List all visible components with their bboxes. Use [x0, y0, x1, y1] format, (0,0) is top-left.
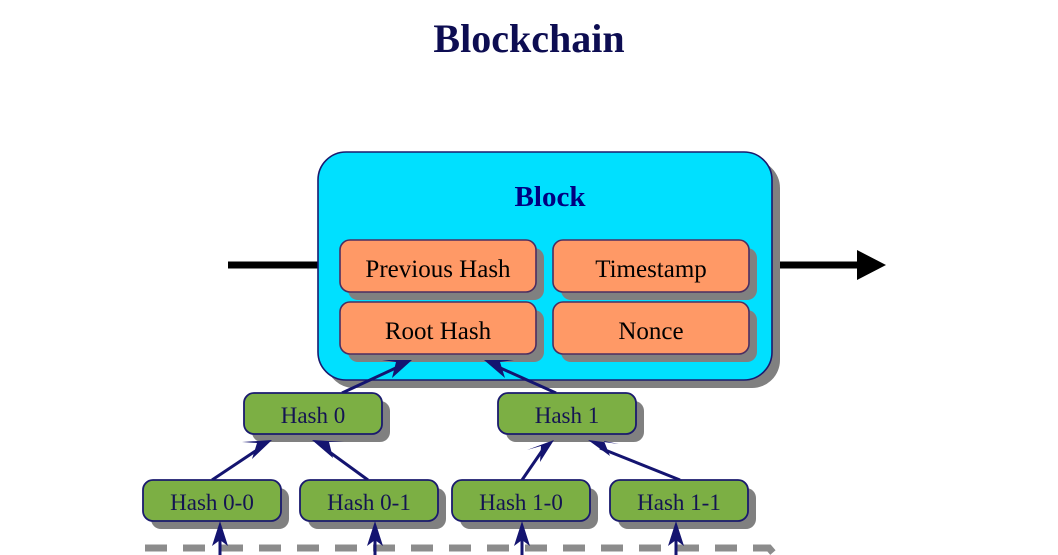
edge-hash01-to-hash0	[312, 440, 369, 482]
hash-0-0-box	[142, 479, 282, 522]
hash-0-0-label: Hash 0-0	[170, 490, 254, 515]
tx-arrow-hash-0-0	[212, 521, 228, 555]
previous-hash-label: Previous Hash	[365, 256, 511, 283]
page-title: Blockchain	[433, 16, 624, 61]
edge-hash11-to-hash1	[588, 440, 681, 482]
edge-hash1-to-root	[484, 360, 557, 395]
timestamp-box	[552, 239, 750, 293]
block-field-root-hash[interactable]: Root Hash	[339, 301, 544, 362]
edge-hash00-to-hash0	[211, 440, 272, 482]
hash-1-box	[497, 392, 637, 435]
edge-hash10-to-hash1	[520, 440, 554, 481]
merkle-node-hash-1[interactable]: Hash 1	[497, 392, 644, 442]
hash-1-1-box	[609, 479, 749, 522]
block-field-timestamp[interactable]: Timestamp	[552, 239, 757, 300]
root-hash-box	[339, 301, 537, 355]
hash-0-1-box	[299, 479, 439, 522]
hash-0-label: Hash 0	[281, 403, 346, 428]
nonce-label: Nonce	[618, 318, 683, 345]
block-field-previous-hash[interactable]: Previous Hash	[339, 239, 544, 300]
nonce-box	[552, 301, 750, 355]
dashed-transaction-line	[145, 544, 778, 555]
hash-1-1-label: Hash 1-1	[637, 490, 721, 515]
chain-arrow-out	[772, 250, 886, 280]
hash-1-label: Hash 1	[535, 403, 600, 428]
hash-1-0-box	[451, 479, 591, 522]
tx-arrow-hash-0-1	[367, 521, 383, 555]
hash-0-1-label: Hash 0-1	[327, 490, 411, 515]
merkle-leaf-hash-1-1[interactable]: Hash 1-1	[609, 479, 756, 529]
merkle-leaf-hash-0-0[interactable]: Hash 0-0	[142, 479, 289, 529]
previous-hash-box	[339, 239, 537, 293]
block-title: Block	[515, 181, 587, 213]
block-field-nonce[interactable]: Nonce	[552, 301, 757, 362]
root-hash-label: Root Hash	[385, 318, 492, 345]
tx-arrow-hash-1-0	[514, 521, 530, 555]
tx-arrow-hash-1-1	[668, 521, 684, 555]
edge-hash0-to-root	[341, 360, 412, 395]
timestamp-label: Timestamp	[595, 256, 707, 283]
merkle-node-hash-0[interactable]: Hash 0	[243, 392, 390, 442]
merkle-leaf-hash-1-0[interactable]: Hash 1-0	[451, 479, 598, 529]
hash-1-0-label: Hash 1-0	[479, 490, 563, 515]
merkle-leaf-hash-0-1[interactable]: Hash 0-1	[299, 479, 446, 529]
hash-0-box	[243, 392, 383, 435]
